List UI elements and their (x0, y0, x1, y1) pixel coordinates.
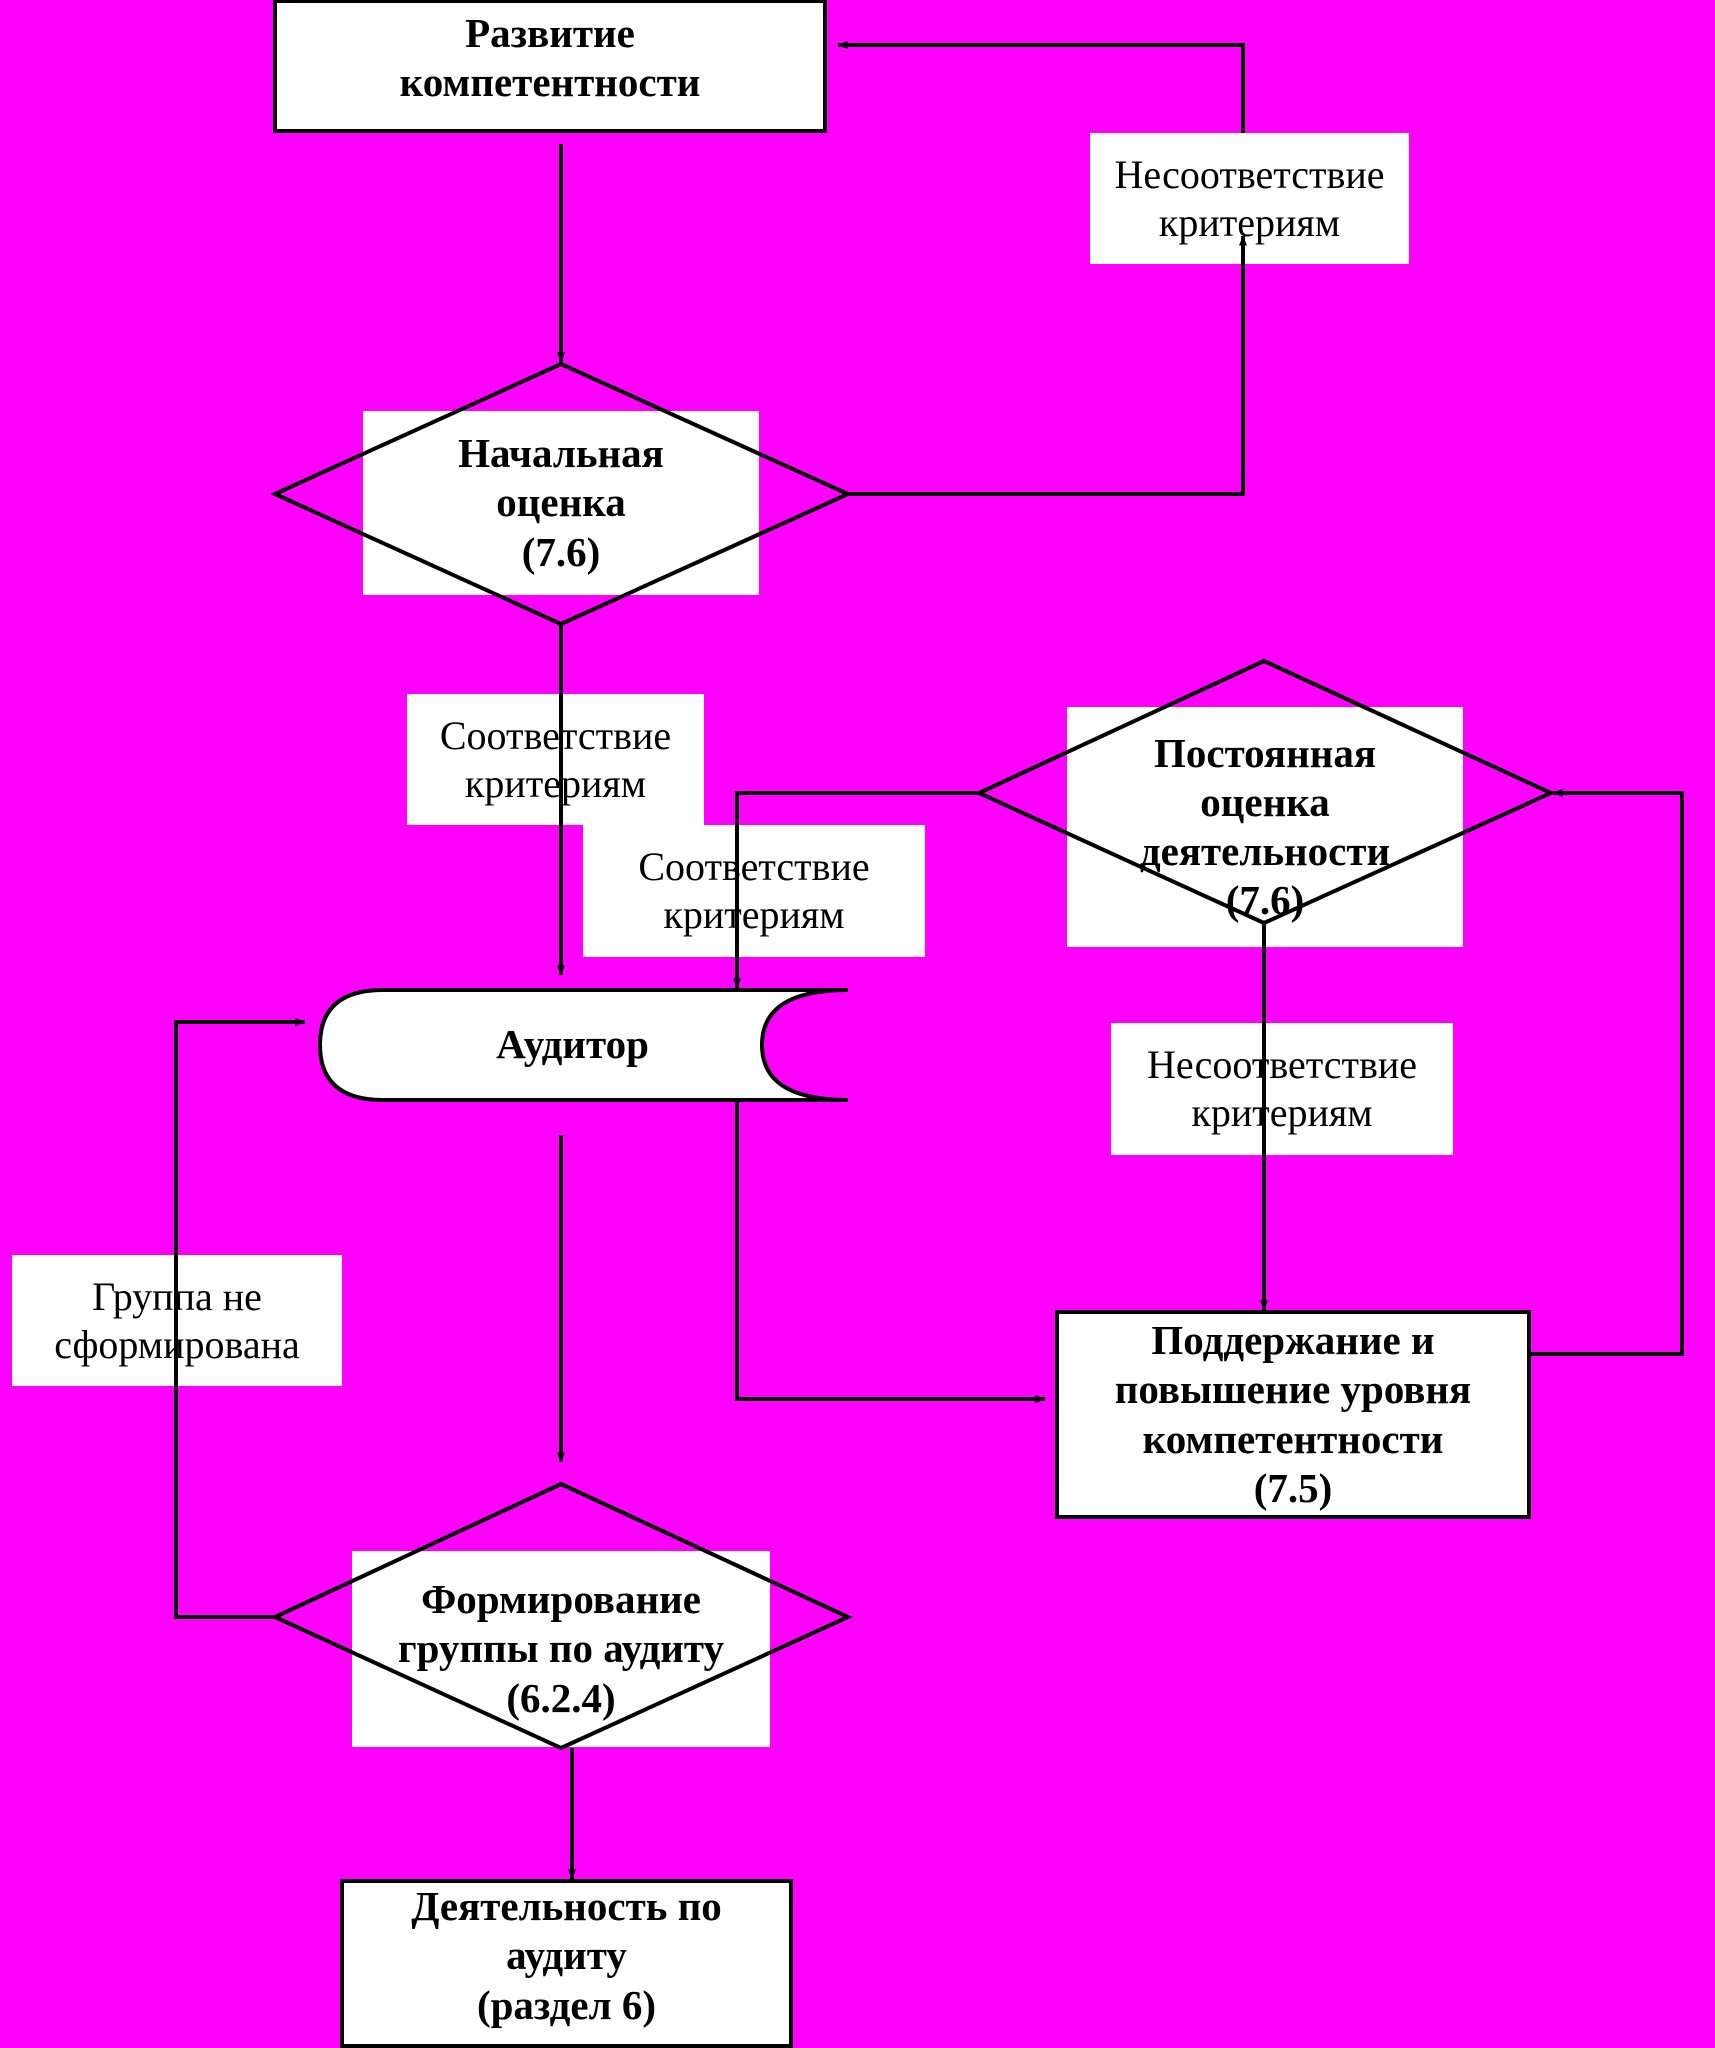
team-forming-bg (352, 1551, 770, 1747)
comp-mid-bg (583, 825, 925, 957)
comp-left-bg (407, 694, 704, 825)
edge-auditor-to-maintain (735, 1100, 1046, 1403)
edge-continuous-comp (733, 791, 979, 989)
competence-dev-box (273, 0, 827, 133)
noncomp-right-bg (1111, 1023, 1453, 1155)
edge-initial-noncomp (848, 235, 1247, 496)
continuous-eval-bg (1067, 707, 1463, 947)
edge-maintain-to-continuous (1529, 789, 1684, 1356)
audit-activity-box (340, 1879, 793, 2048)
team-forming-diamond (270, 1481, 853, 1751)
maintain-box (1055, 1310, 1531, 1519)
noncomp-top-bg (1090, 133, 1409, 264)
auditor-label: Аудитор (496, 1021, 649, 1068)
edge-noncomp-to-dev (837, 41, 1245, 133)
edge-team-not-formed (174, 1018, 306, 1619)
